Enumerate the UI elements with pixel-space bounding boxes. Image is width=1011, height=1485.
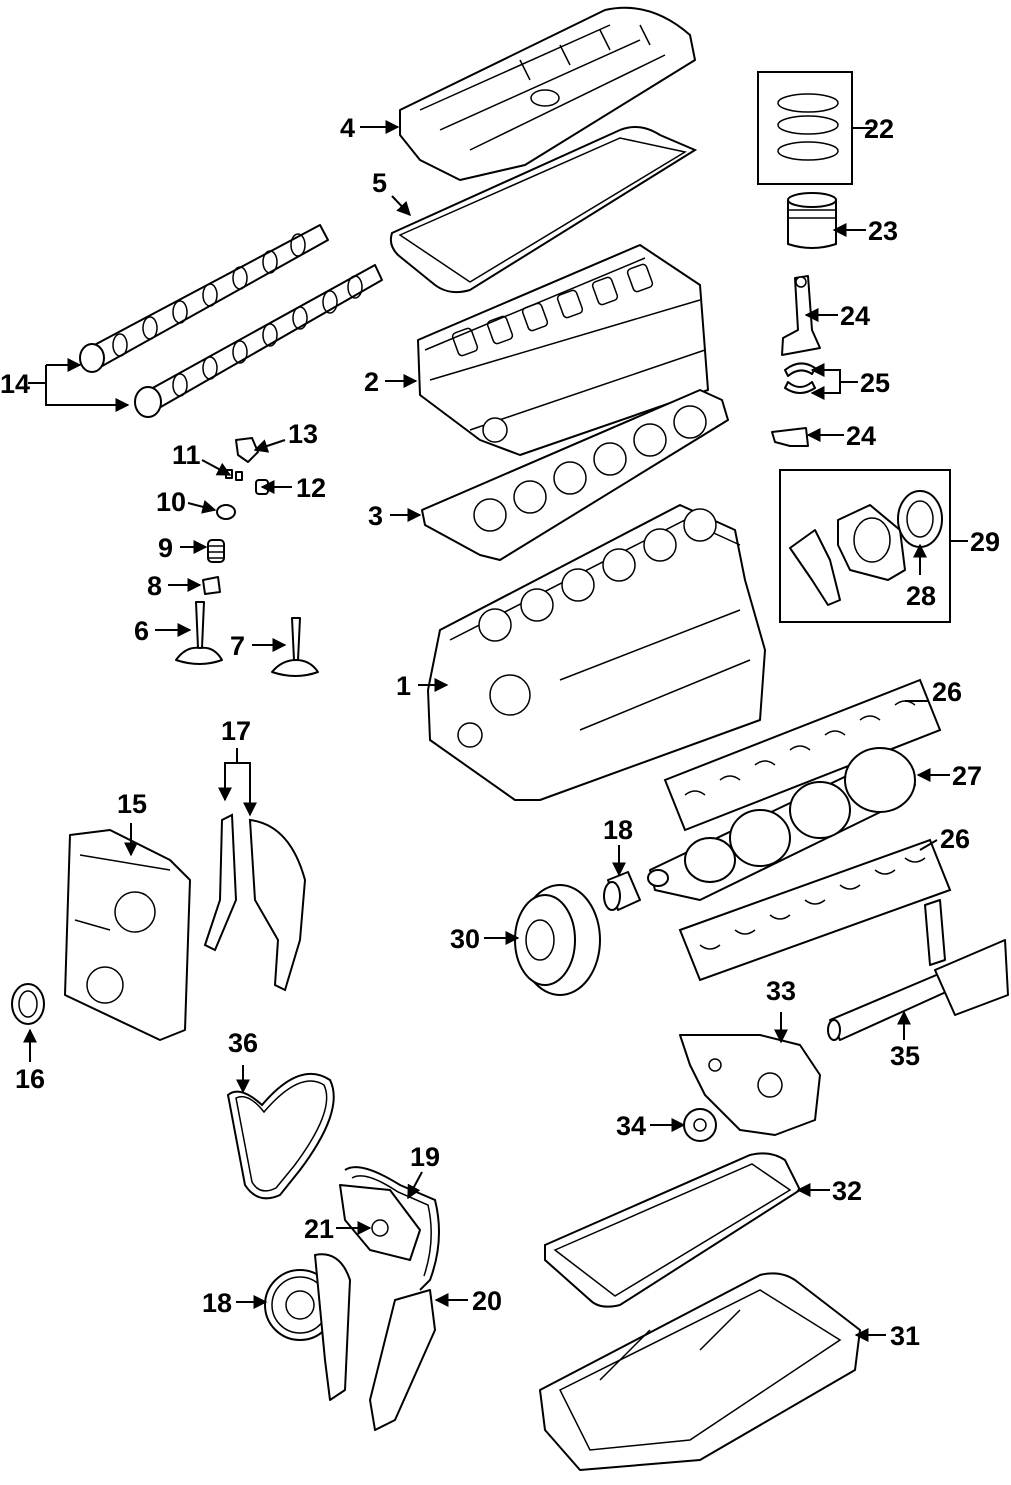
callout-8: 8	[147, 571, 162, 601]
callout-12: 12	[296, 473, 326, 503]
main-bearings-lower	[678, 838, 952, 982]
callout-22: 22	[864, 114, 894, 144]
spring-retainer	[216, 504, 236, 520]
callout-26-lower: 26	[940, 824, 970, 854]
valve-spring	[207, 539, 225, 563]
callout-30: 30	[450, 924, 480, 954]
callout-2: 2	[364, 367, 379, 397]
front-crank-seal	[11, 983, 45, 1025]
callout-labels: 1 2 3 4 5 6 7 8 9 10 11 12 13 14 15 16 1…	[0, 113, 1000, 1351]
oil-pan	[539, 1272, 861, 1471]
callout-33: 33	[766, 976, 796, 1006]
oil-pickup-tube	[827, 899, 1009, 1041]
callout-3: 3	[368, 501, 383, 531]
callout-32: 32	[832, 1176, 862, 1206]
callout-20: 20	[472, 1286, 502, 1316]
camshaft-exhaust	[134, 264, 383, 418]
valve-seal	[202, 576, 221, 595]
chain-guide-rail	[314, 1253, 436, 1431]
piston	[787, 192, 837, 249]
callout-18-hub: 18	[603, 815, 633, 845]
callout-10: 10	[156, 487, 186, 517]
callout-28: 28	[906, 581, 936, 611]
chain-tensioner-guide	[339, 1184, 421, 1261]
callout-9: 9	[158, 533, 173, 563]
leader-lines	[23, 120, 968, 1342]
callout-29: 29	[970, 527, 1000, 557]
callout-35: 35	[890, 1041, 920, 1071]
timing-cover-gasket-right	[248, 818, 307, 992]
callout-15: 15	[117, 789, 147, 819]
accessory-belt	[226, 1072, 335, 1200]
callout-27: 27	[952, 761, 982, 791]
intake-valve	[175, 601, 223, 665]
rod-cap	[771, 427, 809, 447]
callout-13: 13	[288, 419, 318, 449]
timing-chain	[344, 1166, 440, 1291]
rear-seal-box	[779, 469, 951, 623]
callout-18-sprocket: 18	[202, 1288, 232, 1318]
callout-4: 4	[340, 113, 355, 143]
callout-21: 21	[304, 1214, 334, 1244]
connecting-rod	[781, 275, 821, 356]
callout-26-upper: 26	[932, 677, 962, 707]
callout-23: 23	[868, 216, 898, 246]
vibration-damper	[514, 884, 601, 996]
valve-cover-gasket	[389, 125, 698, 294]
rod-bearings	[784, 362, 816, 394]
callout-17: 17	[221, 716, 251, 746]
crank-hub	[603, 871, 641, 911]
valve-cover	[399, 6, 696, 181]
callout-19: 19	[410, 1142, 440, 1172]
rocker-arm	[235, 437, 259, 463]
cylinder-head	[417, 244, 709, 456]
timing-cover-gasket-left	[203, 813, 238, 952]
callout-5: 5	[372, 168, 387, 198]
callout-7: 7	[230, 631, 245, 661]
camshaft-intake	[79, 224, 329, 373]
crankshaft	[647, 747, 916, 901]
head-gasket	[421, 389, 729, 561]
callout-6: 6	[134, 616, 149, 646]
callout-14: 14	[0, 369, 30, 399]
callout-31: 31	[890, 1321, 920, 1351]
callout-24-cap: 24	[846, 421, 876, 451]
callout-24-rod: 24	[840, 301, 870, 331]
piston-rings-box	[757, 71, 853, 185]
front-timing-cover	[64, 829, 191, 1041]
callout-11: 11	[172, 440, 201, 470]
oil-pump-sprocket	[683, 1108, 717, 1142]
callout-1: 1	[396, 671, 411, 701]
engine-block	[427, 504, 766, 801]
callout-34: 34	[616, 1111, 646, 1141]
callout-36: 36	[228, 1028, 258, 1058]
callout-25: 25	[860, 368, 890, 398]
oil-pan-gasket	[544, 1152, 802, 1308]
callout-16: 16	[15, 1064, 45, 1094]
exhaust-valve	[271, 617, 319, 677]
